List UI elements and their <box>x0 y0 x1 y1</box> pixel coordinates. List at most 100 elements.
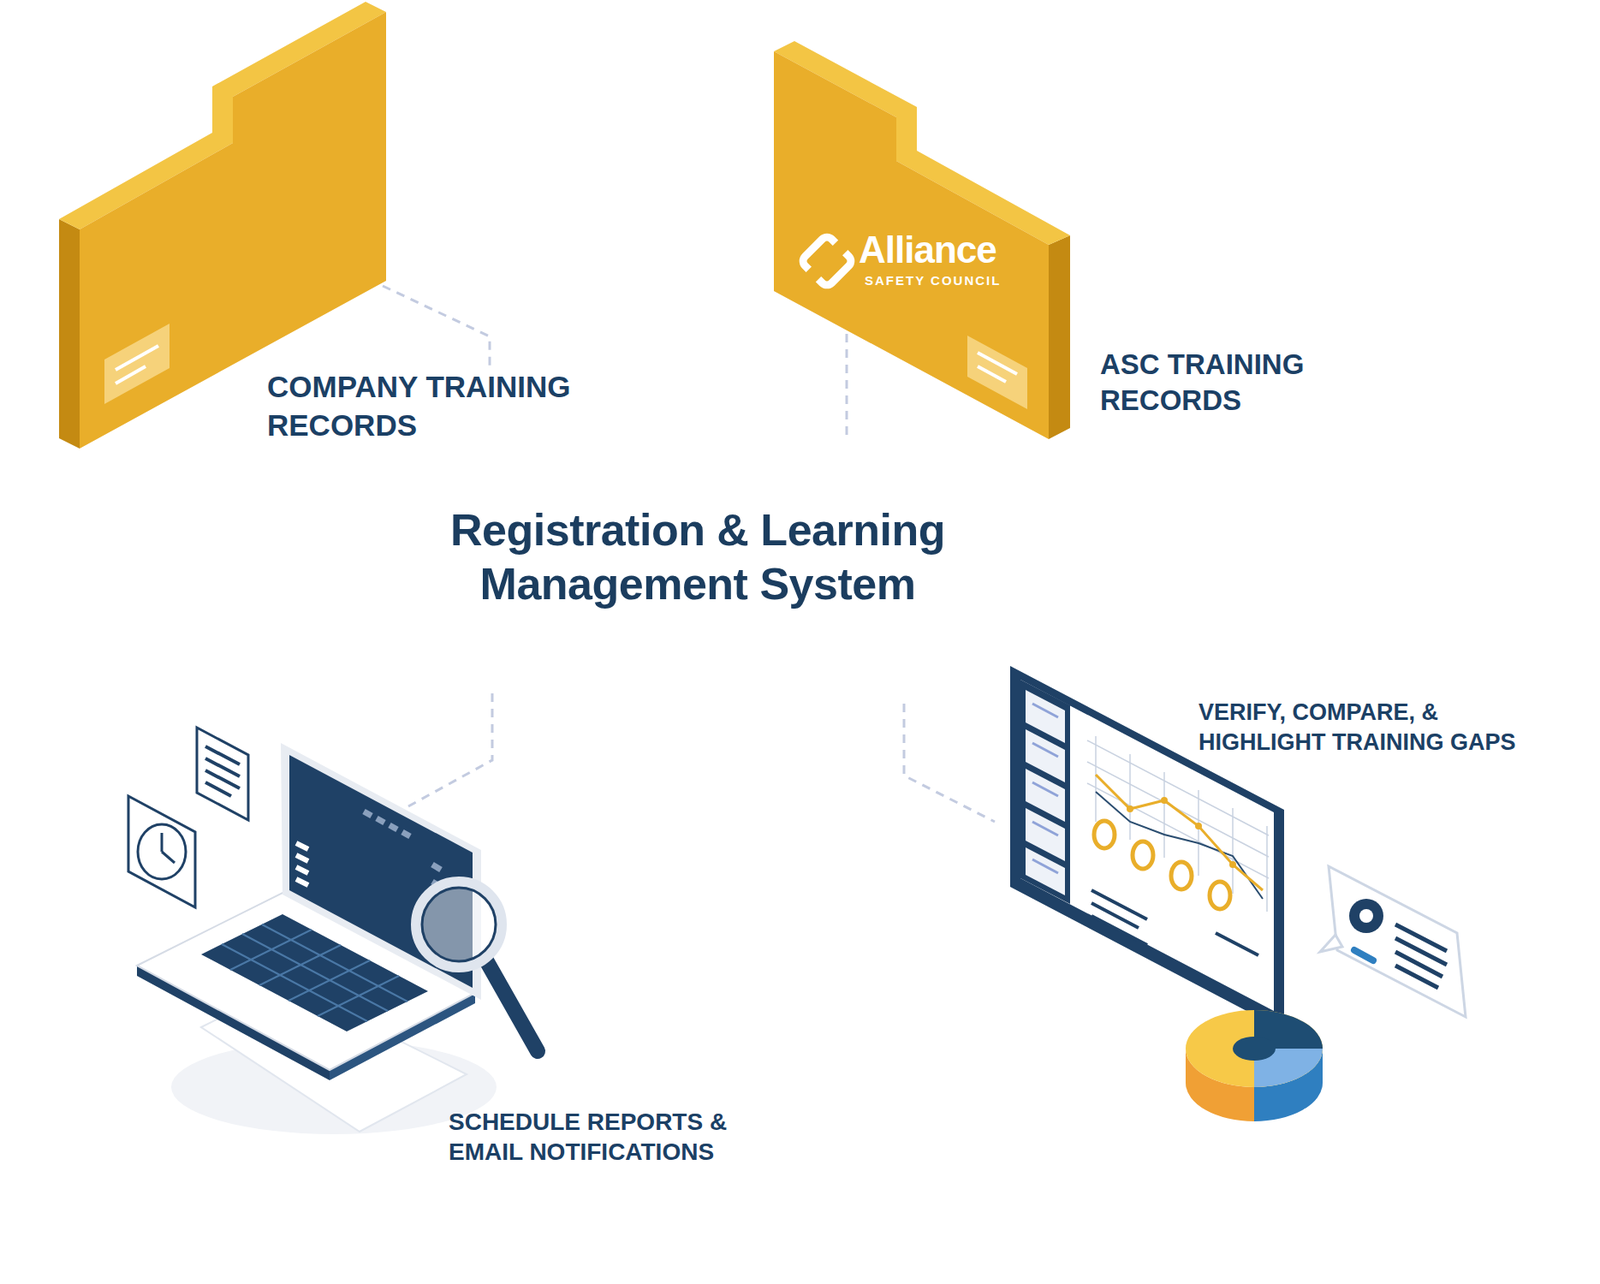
dashboard-illustration <box>1254 1048 1323 1122</box>
laptop-illustration <box>205 782 232 797</box>
asc-folder <box>800 234 854 288</box>
laptop-illustration <box>128 796 196 908</box>
dashboard-illustration <box>1395 965 1439 988</box>
diagram-title: Registration & Learning Management Syste… <box>372 503 1024 613</box>
logo-text: SAFETY COUNCIL <box>864 273 1001 289</box>
leader-line <box>408 693 493 807</box>
dashboard-illustration <box>1215 933 1259 956</box>
leader-line <box>904 703 995 822</box>
laptop-illustration <box>242 933 388 1012</box>
leader-line <box>382 285 490 367</box>
dashboard-illustration <box>1091 890 1148 920</box>
asc-folder <box>795 229 859 293</box>
asc-folder <box>803 237 851 285</box>
dashboard-illustration <box>1126 805 1134 813</box>
logo-text: Alliance <box>858 229 997 271</box>
company-folder <box>115 366 146 384</box>
dashboard-illustration <box>1025 847 1065 896</box>
laptop-illustration <box>221 944 368 1022</box>
laptop-illustration <box>363 811 441 887</box>
laptop-illustration <box>422 887 496 962</box>
dashboard-illustration <box>1032 859 1059 874</box>
dashboard-illustration <box>1087 736 1269 912</box>
dashboard-illustration <box>1320 934 1343 952</box>
dashboard-illustration <box>1032 703 1059 874</box>
dashboard-illustration <box>1171 862 1192 890</box>
laptop-illustration <box>389 825 398 830</box>
dashboard-illustration <box>1197 790 1200 876</box>
dashboard-illustration <box>1231 808 1234 894</box>
dashboard-illustration <box>1025 689 1065 896</box>
dashboard-illustration <box>1091 903 1139 928</box>
asc-folder <box>773 41 1071 440</box>
laptop-illustration <box>296 867 309 874</box>
dashboard-illustration <box>1094 736 1097 822</box>
dashboard-illustration <box>1032 743 1059 757</box>
dashboard-illustration <box>1359 909 1374 923</box>
dashboard-illustration <box>1095 774 1263 891</box>
dashboard-illustration <box>1163 772 1166 858</box>
laptop-illustration <box>416 881 502 968</box>
company-folder <box>115 345 159 370</box>
item-label: VERIFY, COMPARE, & HIGHLIGHT TRAINING GA… <box>1198 697 1559 758</box>
dashboard-illustration <box>1091 890 1259 956</box>
dashboard-illustration <box>1095 791 1263 899</box>
item-caption: VERIFY, COMPARE, & HIGHLIGHT TRAINING GA… <box>1198 697 1559 758</box>
item-caption: SCHEDULE REPORTS & EMAIL NOTIFICATIONS <box>448 1106 774 1167</box>
laptop-illustration <box>376 818 385 823</box>
item-label: SCHEDULE REPORTS & EMAIL NOTIFICATIONS <box>448 1106 774 1167</box>
company-folder <box>104 323 170 405</box>
dashboard-illustration <box>1395 924 1447 952</box>
item-caption: ASC TRAINING RECORDS <box>1100 346 1357 419</box>
dashboard-illustration <box>1094 820 1115 849</box>
laptop-illustration <box>296 879 309 886</box>
laptop-illustration <box>160 832 164 852</box>
laptop-illustration <box>205 746 240 797</box>
dashboard-illustration <box>1349 898 1384 934</box>
item-caption: COMPANY TRAINING RECORDS <box>267 368 627 446</box>
dashboard-illustration <box>1132 841 1154 869</box>
item-label: ASC TRAINING RECORDS <box>1100 346 1357 419</box>
dashboard-illustration <box>1354 950 1374 961</box>
laptop-illustration <box>432 864 441 870</box>
company-folder <box>59 219 80 449</box>
asc-folder <box>1048 235 1071 440</box>
laptop-illustration <box>402 832 411 837</box>
dashboard-illustration <box>1395 951 1443 977</box>
laptop-illustration <box>161 851 175 863</box>
dashboard-illustration <box>1266 826 1268 912</box>
dashboard-illustration <box>1395 924 1447 988</box>
dashboard-illustration <box>1229 861 1237 869</box>
dashboard-illustration <box>1129 754 1131 840</box>
dashboard-illustration <box>1094 820 1231 910</box>
asc-folder <box>773 51 1049 440</box>
dashboard-illustration <box>1032 703 1059 718</box>
asc-folder <box>967 335 1028 410</box>
laptop-illustration <box>363 811 372 816</box>
laptop-illustration <box>196 727 249 821</box>
laptop-illustration <box>296 843 309 850</box>
asc-folder <box>977 366 1006 382</box>
dashboard-illustration <box>1209 881 1231 910</box>
dashboard-illustration <box>1020 679 1274 1012</box>
leader-line <box>845 333 849 440</box>
dashboard-illustration <box>1091 915 1148 946</box>
item-label: COMPANY TRAINING RECORDS <box>267 368 627 446</box>
laptop-illustration <box>296 843 309 886</box>
dashboard-illustration <box>1126 797 1237 869</box>
dashboard-illustration <box>1232 1036 1276 1061</box>
dashboard-illustration <box>1395 938 1447 965</box>
dashboard-illustration <box>1032 782 1059 797</box>
dashboard-illustration <box>1328 866 1466 1018</box>
laptop-illustration <box>296 855 309 862</box>
dashboard-illustration <box>1185 1010 1323 1088</box>
dashboard-illustration <box>1032 821 1059 836</box>
dashboard-illustration <box>1020 679 1071 905</box>
laptop-illustration <box>137 824 186 880</box>
laptop-illustration <box>486 960 538 1052</box>
dashboard-illustration <box>1195 822 1202 830</box>
laptop-illustration <box>128 727 538 1135</box>
dashboard-illustration <box>1160 797 1168 804</box>
